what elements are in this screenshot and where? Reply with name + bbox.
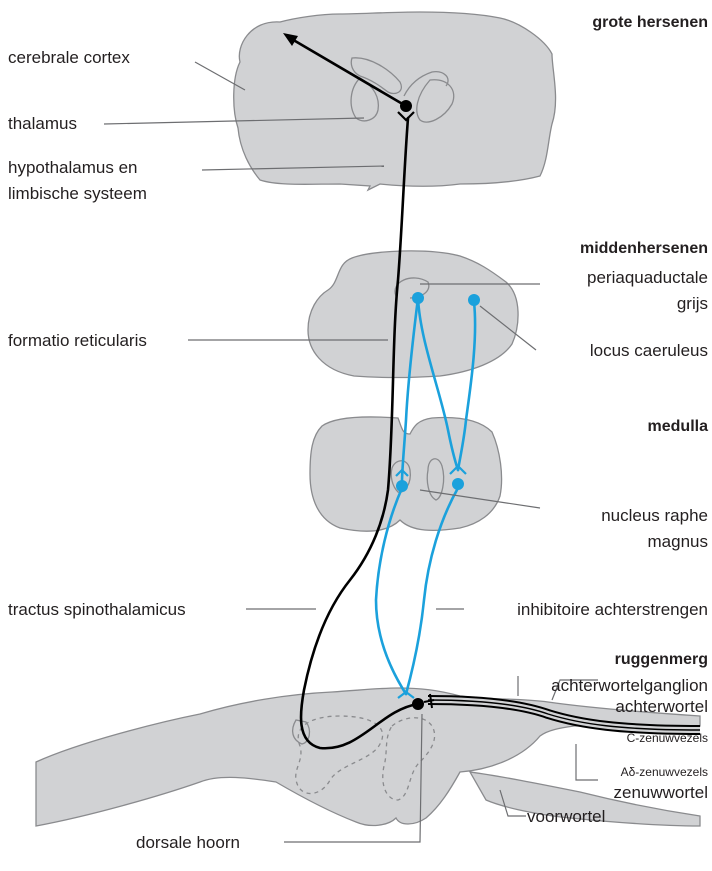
label-pag-1: periaquaductale xyxy=(587,268,708,287)
label-cortex: cerebrale cortex xyxy=(8,48,130,67)
section-medulla: medulla xyxy=(648,418,709,435)
label-inhibitory: inhibitoire achterstrengen xyxy=(517,600,708,619)
label-drg: achterwortelganglion xyxy=(551,676,708,695)
label-adelta-fibers: Aδ-zenuwvezels xyxy=(621,765,708,779)
section-brain: grote hersenen xyxy=(592,14,708,31)
label-locus: locus caeruleus xyxy=(590,341,708,360)
section-spinal-cord: ruggenmerg xyxy=(615,651,708,668)
label-c-fibers: C-zenuwvezels xyxy=(627,731,708,745)
label-hypothalamus-2: limbische systeem xyxy=(8,184,147,203)
label-thalamus: thalamus xyxy=(8,114,77,133)
cerebrum xyxy=(234,12,556,190)
label-raphe-2: magnus xyxy=(648,532,708,551)
label-nerve-root: zenuwwortel xyxy=(614,783,709,802)
label-reticular: formatio reticularis xyxy=(8,331,147,350)
label-raphe-1: nucleus raphe xyxy=(601,506,708,525)
label-spinothalamic: tractus spinothalamicus xyxy=(8,600,186,619)
spinal-cord xyxy=(36,688,700,826)
midbrain xyxy=(308,251,518,378)
section-midbrain: middenhersenen xyxy=(580,240,708,257)
label-ventral-root: voorwortel xyxy=(527,807,605,826)
label-dorsal-horn: dorsale hoorn xyxy=(136,833,240,852)
label-dorsal-root: achterwortel xyxy=(615,697,708,716)
label-pag-2: grijs xyxy=(677,294,708,313)
label-hypothalamus-1: hypothalamus en xyxy=(8,158,137,177)
